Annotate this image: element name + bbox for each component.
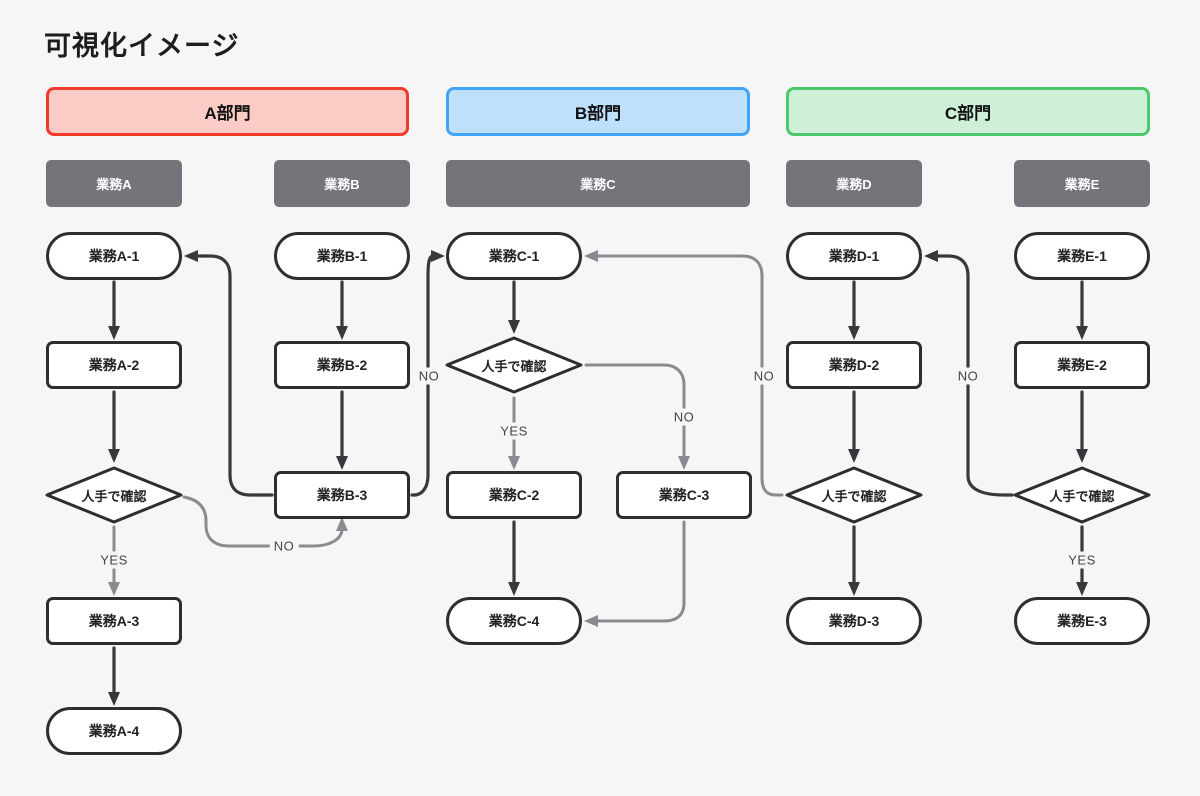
edge-b3-a1 — [184, 250, 274, 497]
node-c-check-diamond: 人手で確認 — [444, 335, 584, 395]
dept-header-a: A部門 — [46, 87, 409, 136]
edge-label-c-yes: YES — [496, 422, 532, 440]
edge-b3-c1 — [410, 250, 445, 497]
node-c1: 業務C-1 — [446, 232, 582, 280]
node-e2: 業務E-2 — [1014, 341, 1150, 389]
node-e-check-diamond: 人手で確認 — [1012, 465, 1152, 525]
edge-label-e-no: NO — [953, 367, 983, 385]
node-b2: 業務B-2 — [274, 341, 410, 389]
page-title: 可視化イメージ — [44, 31, 240, 61]
node-e1: 業務E-1 — [1014, 232, 1150, 280]
node-b3: 業務B-3 — [274, 471, 410, 519]
node-c4: 業務C-4 — [446, 597, 582, 645]
node-e3: 業務E-3 — [1014, 597, 1150, 645]
node-c3: 業務C-3 — [616, 471, 752, 519]
node-a2: 業務A-2 — [46, 341, 182, 389]
lane-header-e: 業務E — [1014, 160, 1150, 207]
dept-header-b: B部門 — [446, 87, 750, 136]
edge-label-d-no: NO — [749, 367, 779, 385]
edge-acheck-b3-no — [182, 495, 348, 548]
dept-a-label: A部門 — [204, 104, 251, 123]
dept-c-label: C部門 — [944, 104, 992, 123]
node-d3: 業務D-3 — [786, 597, 922, 645]
lane-header-b: 業務B — [274, 160, 410, 207]
lane-header-c: 業務C — [446, 160, 750, 207]
node-a-check-label: 人手で確認 — [81, 488, 147, 504]
edge-label-b-to-c-no: NO — [414, 367, 444, 385]
node-c-check-label: 人手で確認 — [481, 358, 547, 374]
lane-header-a: 業務A — [46, 160, 182, 207]
node-a3: 業務A-3 — [46, 597, 182, 645]
node-d-check-label: 人手で確認 — [821, 488, 887, 504]
edge-ccheck-c3-no — [584, 363, 690, 470]
node-e-check-label: 人手で確認 — [1049, 488, 1115, 504]
dept-header-c: C部門 — [786, 87, 1150, 136]
edge-c3-c4 — [584, 520, 686, 627]
node-c2: 業務C-2 — [446, 471, 582, 519]
node-b1: 業務B-1 — [274, 232, 410, 280]
edge-label-c-no: NO — [669, 408, 699, 426]
node-d-check-diamond: 人手で確認 — [784, 465, 924, 525]
dept-b-label: B部門 — [574, 104, 622, 123]
edge-label-e-yes: YES — [1064, 551, 1100, 569]
edge-label-a-no: NO — [269, 537, 299, 555]
node-a4: 業務A-4 — [46, 707, 182, 755]
node-a1: 業務A-1 — [46, 232, 182, 280]
node-d2: 業務D-2 — [786, 341, 922, 389]
node-a-check-diamond: 人手で確認 — [44, 465, 184, 525]
edge-label-a-yes: YES — [96, 551, 132, 569]
lane-header-d: 業務D — [786, 160, 922, 207]
node-d1: 業務D-1 — [786, 232, 922, 280]
